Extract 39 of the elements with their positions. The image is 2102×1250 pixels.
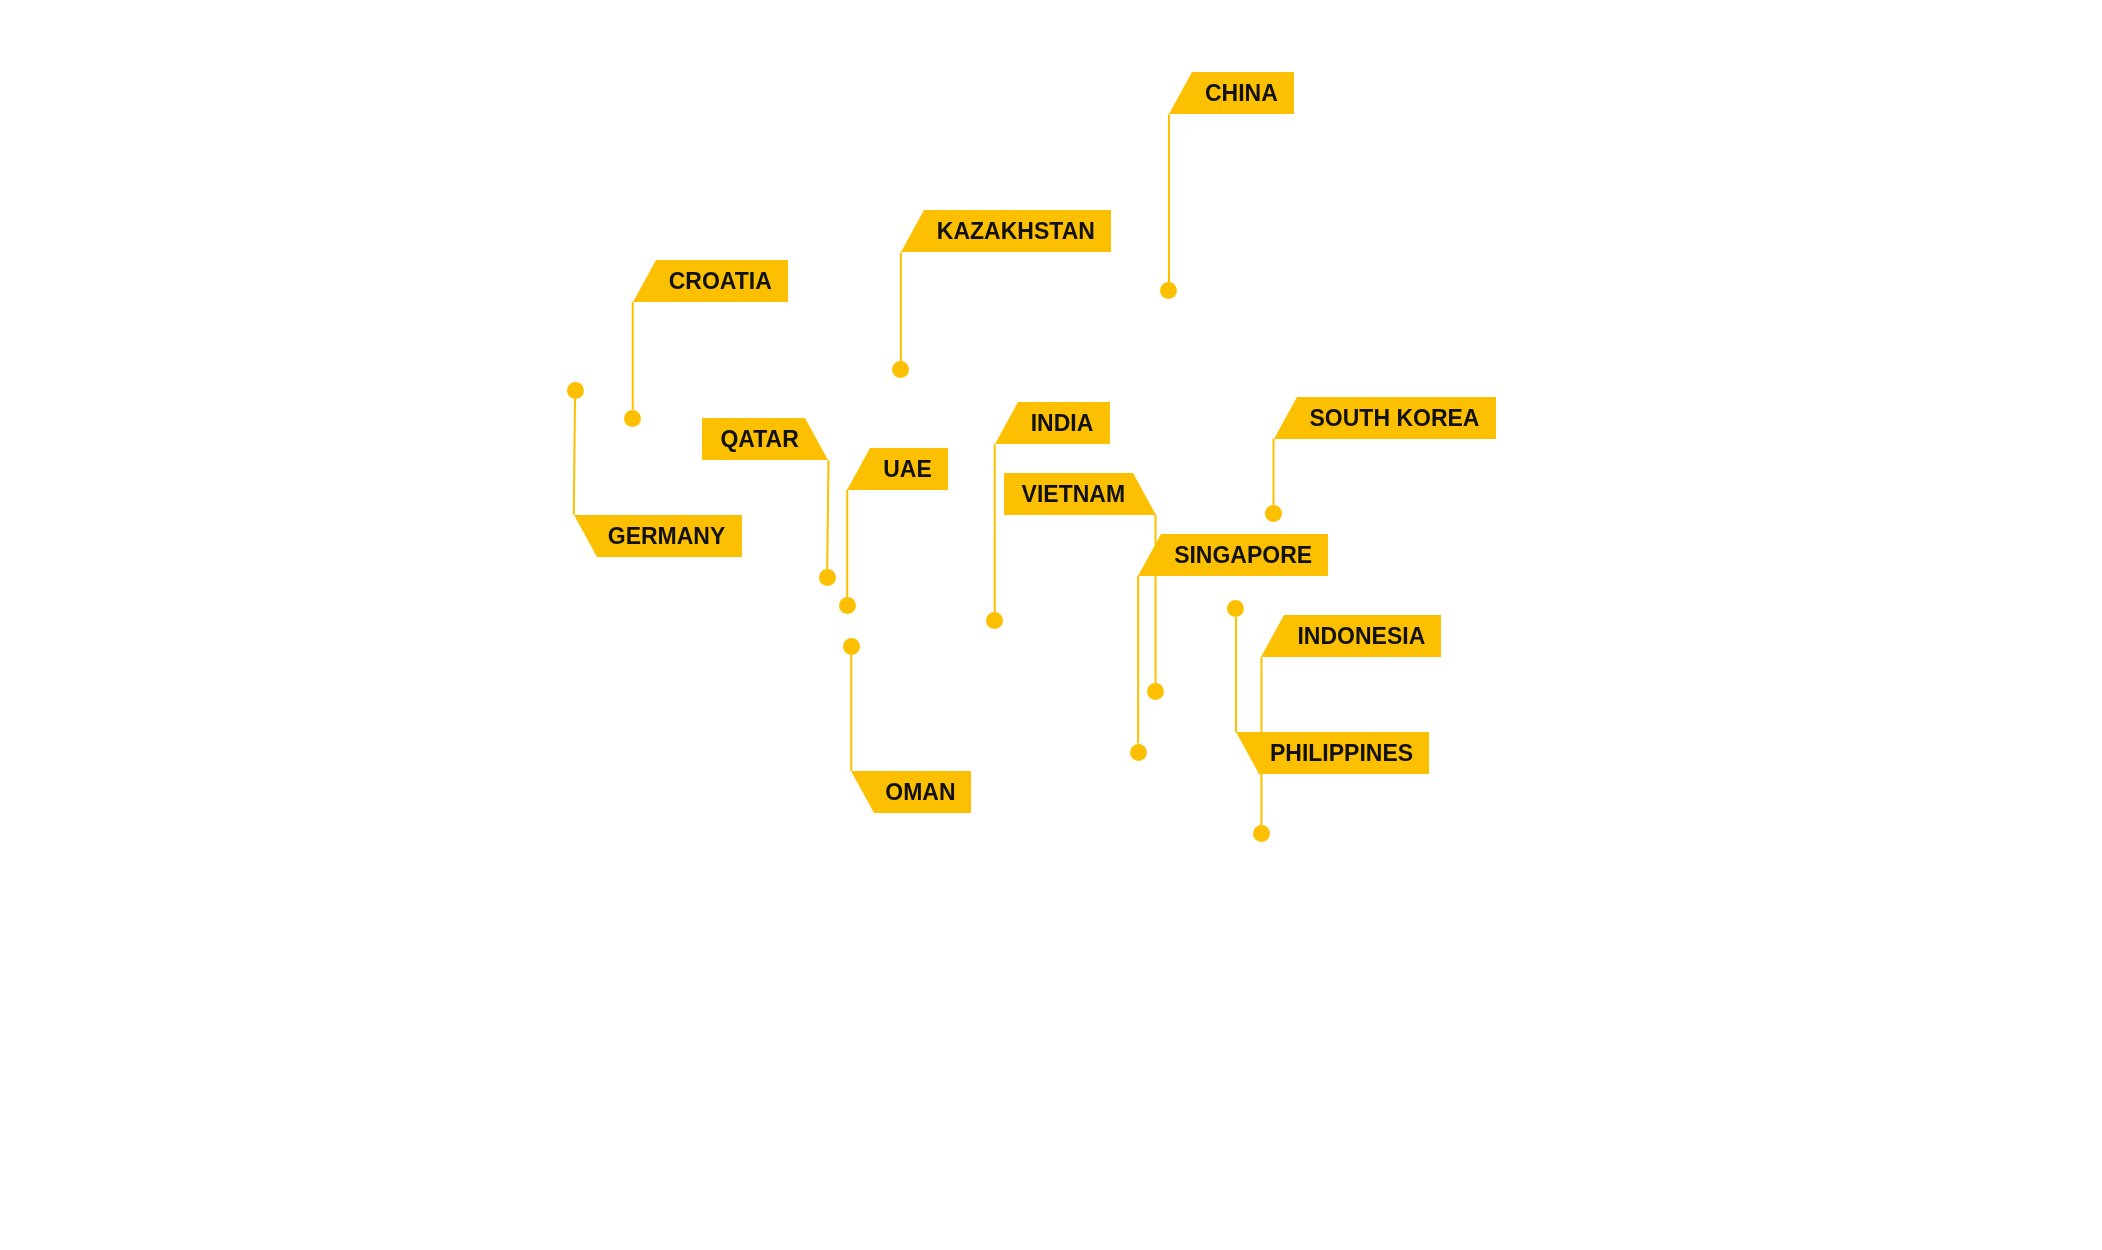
dot-icon [842,637,860,655]
leader-line [572,397,576,516]
dot-icon [818,569,836,587]
country-name: CROATIA [668,270,772,294]
dot-icon [1129,743,1147,761]
dot-icon [838,597,856,615]
leader-line [826,459,830,571]
dot-icon [1265,504,1283,522]
leader-line [899,251,902,363]
dot-icon [1227,600,1245,618]
leader-line [1272,437,1275,506]
dot-icon [566,381,584,399]
leader-line [631,301,634,411]
country-name: INDONESIA [1297,625,1426,649]
country-name: INDIA [1030,412,1094,436]
leader-line [1167,113,1170,284]
leader-line [1154,514,1157,685]
leader-line [1235,616,1237,733]
country-name: SOUTH KOREA [1309,406,1480,430]
leader-line [1260,656,1263,827]
dot-icon [892,361,910,379]
dot-icon [624,409,642,427]
country-name: CHINA [1204,82,1278,106]
country-name: OMAN [885,780,956,804]
country-name: PHILIPPINES [1270,741,1414,765]
leader-line [846,488,849,599]
leader-line [1137,574,1140,745]
leader-line [993,443,996,614]
dot-icon [1160,282,1178,300]
dot-icon [1147,683,1165,701]
country-name: UAE [883,457,932,481]
country-name: KAZAKHSTAN [936,220,1095,244]
country-name: GERMANY [607,524,726,548]
country-name: QATAR [720,428,799,452]
dot-icon [1252,825,1270,843]
leader-line [850,653,853,772]
dot-icon [986,612,1004,630]
country-name: SINGAPORE [1174,543,1313,567]
country-name: VIETNAM [1021,483,1126,507]
